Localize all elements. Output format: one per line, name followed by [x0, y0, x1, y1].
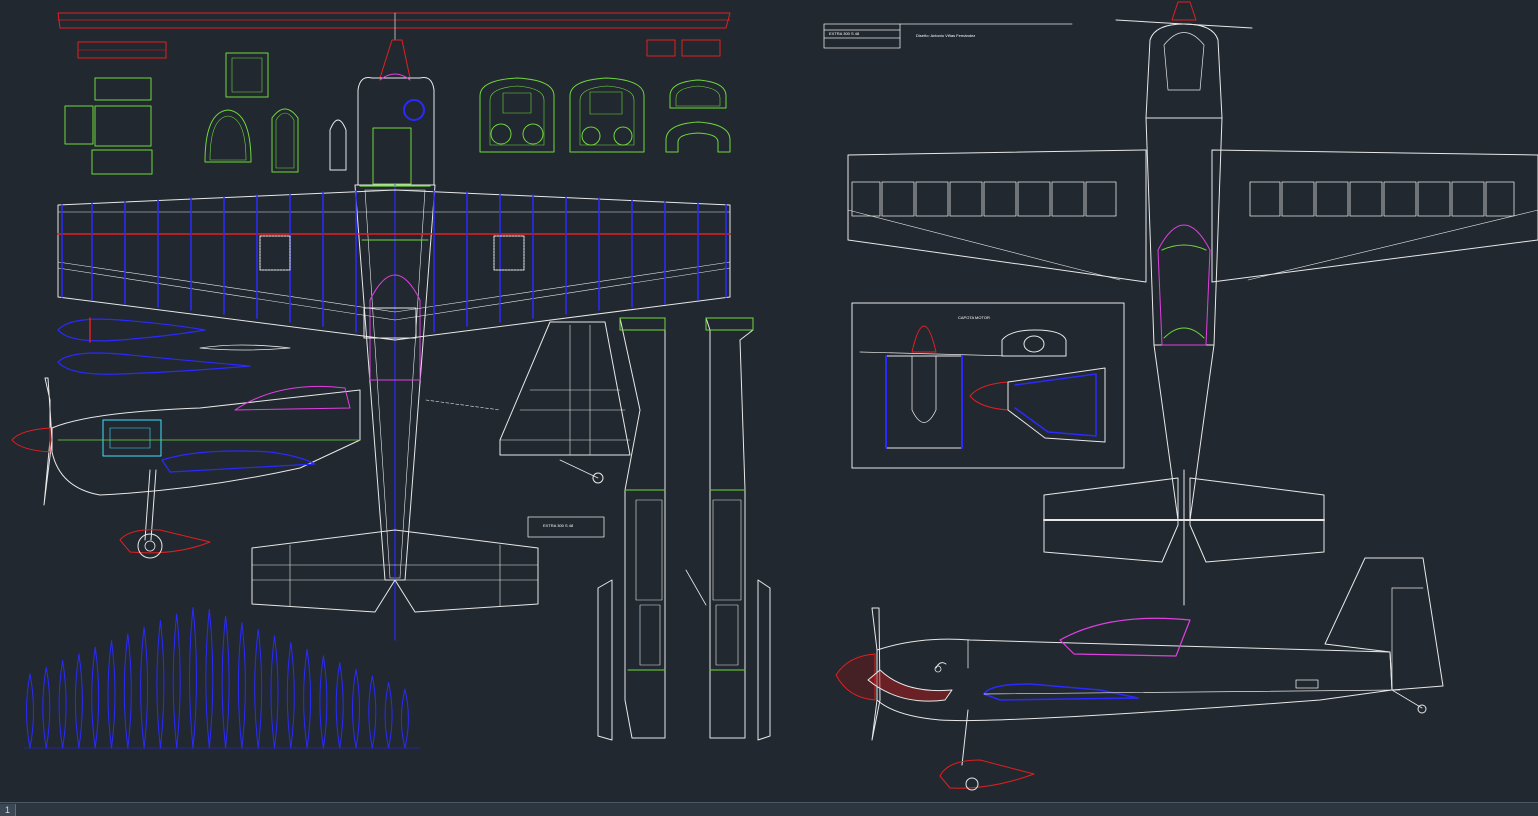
- wing-ribs-drawing: [23, 606, 421, 749]
- wing-rib: [400, 688, 409, 749]
- wing-rib: [335, 662, 344, 749]
- engine-cowl-detail-drawing: [851, 302, 1125, 469]
- wing-rib: [140, 626, 149, 749]
- wing-rib: [221, 615, 230, 749]
- wing-rib: [74, 653, 83, 749]
- fin-plan-drawing: [425, 321, 631, 538]
- wing-rib: [237, 622, 246, 749]
- top-spar-drawing: [57, 12, 731, 41]
- wing-rib: [172, 613, 181, 749]
- stabilizer-plan-drawing: [251, 529, 539, 613]
- wing-rib: [319, 655, 328, 749]
- cowl-heading: CAPOTA MOTOR: [958, 315, 990, 320]
- wing-rib: [107, 640, 116, 749]
- rib-strip-drawing: [77, 41, 167, 59]
- wing-rib: [270, 635, 279, 749]
- title-block: [823, 23, 1073, 49]
- former-parts-drawing: [64, 39, 731, 175]
- wing-rib: [123, 633, 132, 749]
- wing-rib: [26, 673, 34, 749]
- wing-plan-drawing: [57, 189, 731, 341]
- wing-rib: [368, 675, 377, 749]
- plate-title-short: EXTRA 300 S 48: [829, 31, 860, 36]
- fuselage-side-view-drawing: [11, 377, 361, 559]
- wing-rib: [286, 642, 295, 749]
- aircraft-side-view-drawing: [835, 557, 1444, 791]
- wing-rib: [352, 668, 360, 749]
- wing-rib: [91, 646, 100, 749]
- wing-rib: [205, 608, 214, 749]
- wing-rib: [189, 606, 197, 749]
- wing-rib: [254, 628, 263, 749]
- airfoil-sections-drawing: [57, 317, 291, 375]
- layout-tab[interactable]: 1: [0, 804, 16, 816]
- aircraft-top-view-drawing: [847, 1, 1538, 606]
- plate-title-long: EXTRA 300 S 48: [543, 523, 574, 528]
- status-bar: 1: [0, 802, 1538, 816]
- fuselage-side-panels-drawing: [597, 317, 771, 741]
- wing-rib: [384, 681, 393, 749]
- plate-designer: Diseño: Antonio Viñas Fernández: [916, 33, 975, 38]
- wing-rib: [58, 660, 67, 749]
- wing-rib: [303, 648, 312, 749]
- wing-rib: [42, 666, 51, 749]
- wing-rib: [156, 620, 165, 749]
